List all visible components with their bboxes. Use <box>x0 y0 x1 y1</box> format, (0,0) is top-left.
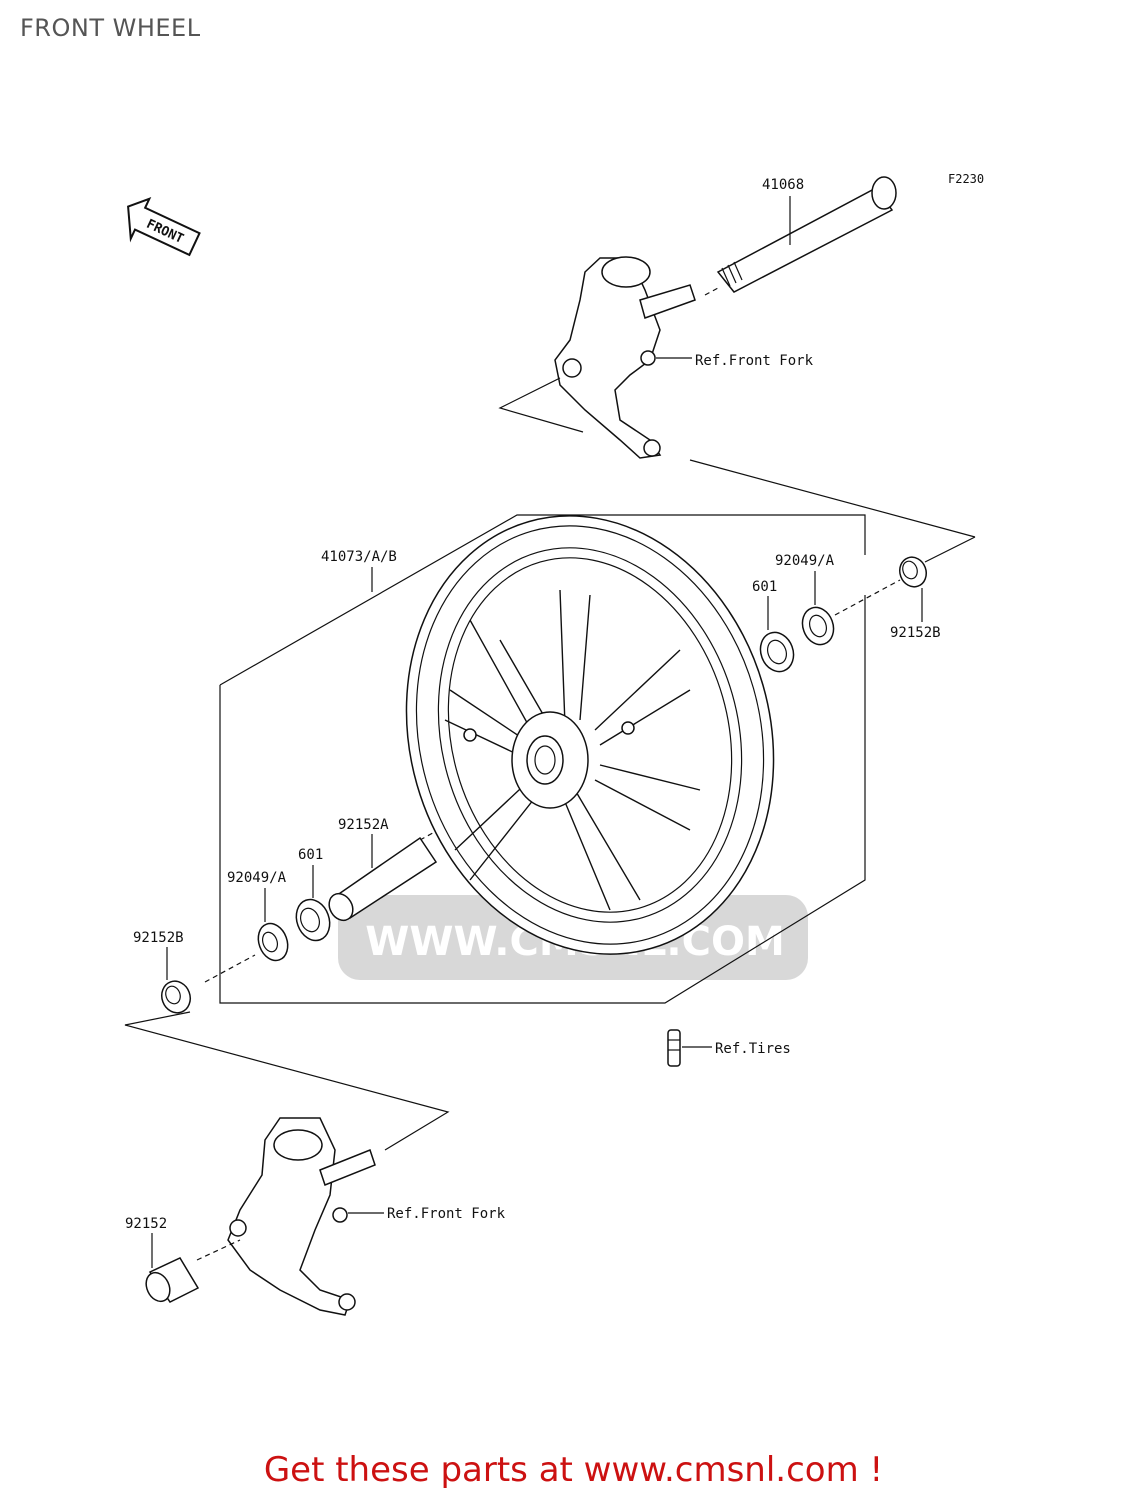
front-fork-top-part <box>554 256 696 459</box>
oil-seal-right-part <box>801 606 835 646</box>
label-ref-tires: Ref.Tires <box>715 1041 791 1057</box>
promo-link-text[interactable]: Get these parts at www.cmsnl.com ! <box>263 1450 884 1490</box>
label-bearing-right: 601 <box>752 579 777 595</box>
page-title: FRONT WHEEL <box>20 14 201 42</box>
label-axle: 41068 <box>762 177 804 193</box>
label-seal-right: 92049/A <box>775 553 835 569</box>
label-ref-front-fork-top: Ref.Front Fork <box>695 353 814 369</box>
collar-left-part <box>161 980 191 1014</box>
label-ref-front-fork-bottom: Ref.Front Fork <box>387 1206 506 1222</box>
assembly-frame <box>219 514 866 686</box>
promo-link[interactable]: Get these parts at www.cmsnl.com ! <box>0 1450 1147 1490</box>
label-collar-left: 92152B <box>133 930 184 946</box>
label-collar-center: 92152A <box>338 817 389 833</box>
collar-bottom-part <box>145 1257 200 1303</box>
label-wheel: 41073/A/B <box>321 549 397 565</box>
wheel-part <box>405 515 775 955</box>
front-arrow-icon: FRONT <box>127 196 201 257</box>
parts-diagram: WWW.CMSNL.COM F2230 FRONT 41068 Ref.Fron… <box>124 172 984 1316</box>
front-fork-bottom-part <box>227 1117 376 1316</box>
label-collar-right: 92152B <box>890 625 941 641</box>
collar-center-part <box>328 836 438 922</box>
label-seal-left: 92049/A <box>227 870 287 886</box>
label-collar-bottom: 92152 <box>125 1216 167 1232</box>
label-bearing-left: 601 <box>298 847 323 863</box>
tire-valve-part <box>667 1029 681 1067</box>
axle-part <box>716 176 897 293</box>
diagram-code: F2230 <box>948 172 984 186</box>
collar-right-part <box>899 556 927 588</box>
oil-seal-left-part <box>257 922 289 962</box>
bearing-right-part <box>759 631 795 673</box>
bearing-left-part <box>295 898 331 942</box>
